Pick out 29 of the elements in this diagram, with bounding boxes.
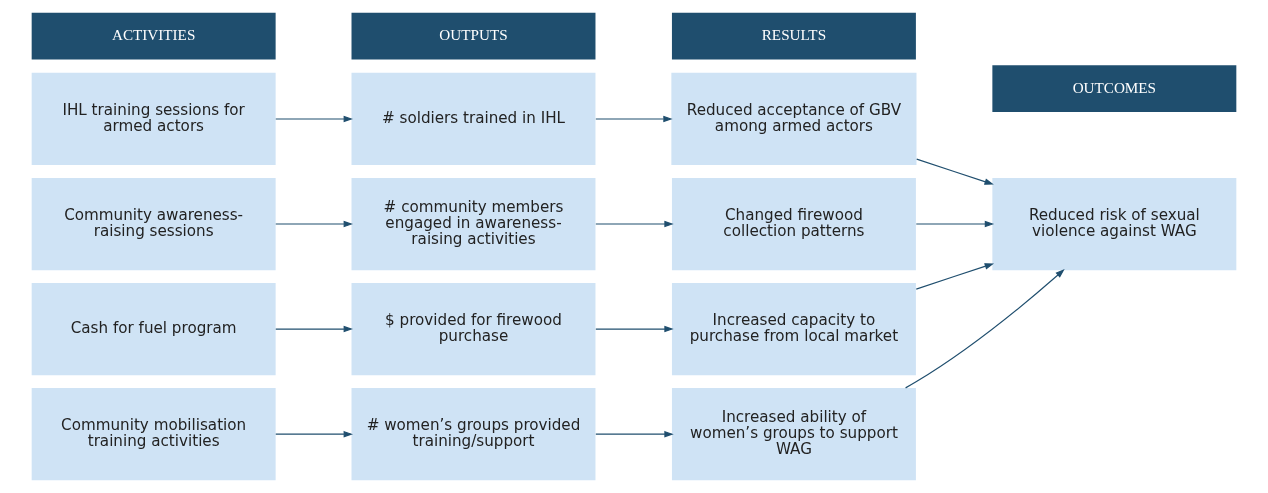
arrow (595, 115, 673, 123)
node-box: $ provided for firewood purchase (351, 283, 596, 376)
node-box: RESULTS (671, 12, 916, 60)
node-box: OUTCOMES (992, 65, 1237, 112)
arrow (275, 115, 353, 123)
node-box: Cash for fuel program (31, 283, 276, 376)
arrow (275, 325, 353, 333)
arrow (915, 220, 995, 228)
node-box: Community awareness-raising sessions (31, 177, 276, 271)
arrow (916, 158, 994, 185)
node-box: Reduced risk of sexual violence against WAG (992, 177, 1237, 271)
arrow (275, 430, 353, 438)
node-box: OUTPUTS (351, 12, 596, 60)
node-box: Increased ability of women’s groups to support WAG (671, 388, 916, 481)
node-box: Increased capacity to purchase from local market (671, 283, 916, 376)
arrow (595, 430, 674, 438)
node-box: Community mobilisation training activities (31, 388, 276, 481)
arrow (915, 263, 995, 290)
arrow (595, 325, 674, 333)
arrow (275, 220, 353, 228)
node-box: # community members engaged in awareness-raising activities (351, 177, 596, 271)
arrow (595, 220, 674, 228)
node-box: ACTIVITIES (31, 12, 276, 60)
node-box: # women’s groups provided training/support (351, 388, 596, 481)
arrow (905, 269, 1065, 389)
node-box: Reduced acceptance of GBV among armed actors (671, 72, 917, 166)
node-box: Changed firewood collection patterns (671, 177, 916, 271)
node-box: IHL training sessions for armed actors (31, 72, 276, 166)
node-box: # soldiers trained in IHL (351, 72, 596, 166)
